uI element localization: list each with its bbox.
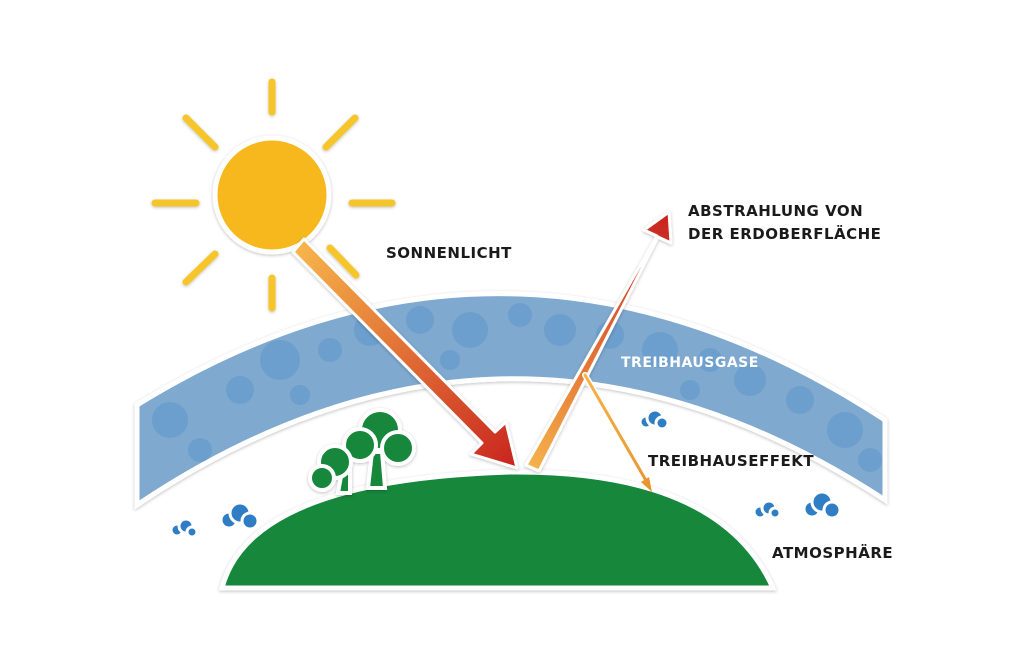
greenhouse-gas-layer xyxy=(134,291,888,510)
sunlight-arrow xyxy=(291,237,519,470)
radiation-label-line2: DER ERDOBERFLÄCHE xyxy=(688,224,881,243)
sunlight-label: SONNENLICHT xyxy=(386,244,512,262)
earth-surface xyxy=(218,469,777,591)
radiation-label-line1: ABSTRAHLUNG VON xyxy=(688,202,863,220)
greenhouse-effect-label: TREIBHAUSEFFEKT xyxy=(648,452,814,470)
greenhouse-gases-label: TREIBHAUSGASE xyxy=(621,355,759,371)
cloud-icon xyxy=(169,408,842,539)
atmosphere-label: ATMOSPHÄRE xyxy=(772,543,893,562)
tree-icon xyxy=(308,408,416,495)
outgoing-radiation-arrow xyxy=(524,210,673,473)
sun-icon xyxy=(151,78,396,312)
greenhouse-effect-arrow xyxy=(582,372,652,492)
